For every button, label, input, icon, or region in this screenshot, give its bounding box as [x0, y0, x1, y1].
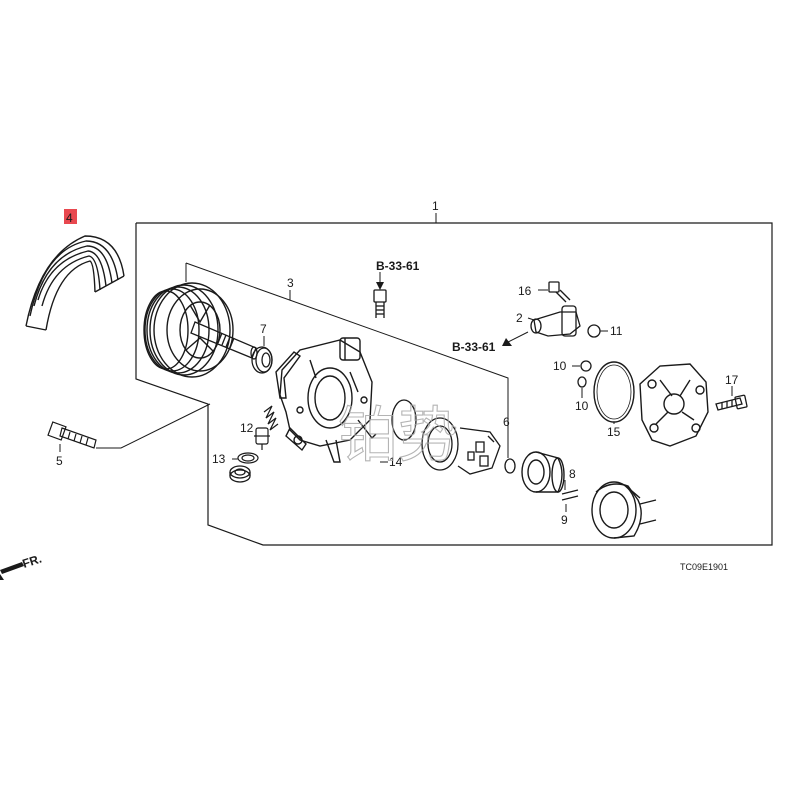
callout-10b: 10: [575, 399, 589, 413]
pulley: [143, 282, 234, 378]
callout-13: 13: [212, 452, 226, 466]
outlet-fitting: [530, 305, 581, 337]
pump-shaft: [190, 321, 258, 360]
callout-7: 7: [260, 322, 267, 336]
o-ring-10b: [577, 376, 587, 388]
callout-8: 8: [569, 467, 576, 481]
washer-13: [237, 452, 259, 464]
seal-7: [251, 346, 273, 374]
drive-belt: [25, 235, 125, 331]
callout-14: 14: [389, 455, 403, 469]
callout-11: 11: [610, 324, 623, 338]
o-ring-15: [593, 361, 635, 423]
callout-4: 4: [66, 211, 73, 225]
subassembly-frame: [185, 262, 509, 451]
front-indicator: [0, 562, 24, 580]
arrow-b3361-mid: [507, 331, 529, 343]
callout-12: 12: [240, 421, 254, 435]
pressure-fitting: [373, 289, 387, 318]
bolt-16: [548, 281, 571, 303]
arrowhead-mid: [502, 338, 512, 346]
o-ring-12: [391, 399, 417, 441]
watermark: 铂势: [338, 401, 458, 471]
callout-5: 5: [56, 454, 63, 468]
spring-valve: [254, 405, 279, 450]
pins-9: [561, 489, 579, 501]
callout-16: 16: [518, 284, 532, 298]
highlight-4: [64, 209, 77, 224]
callout-6: 6: [503, 415, 510, 429]
arrowhead-top: [376, 282, 384, 290]
bolt-17: [715, 394, 748, 411]
o-ring-11: [587, 324, 601, 338]
ring-6: [504, 458, 516, 474]
leader-5: [96, 403, 211, 449]
leader-2: [527, 317, 535, 321]
dowel-pins: [639, 499, 657, 525]
rear-cover: [639, 363, 709, 447]
side-plate: [591, 481, 642, 539]
callout-17: 17: [725, 373, 739, 387]
assembly-frame: [135, 222, 773, 546]
bolt-5: [47, 421, 97, 449]
callout-9: 9: [561, 513, 568, 527]
callout-10a: 10: [553, 359, 567, 373]
callout-2: 2: [516, 311, 523, 325]
o-ring-10a: [580, 360, 592, 372]
o-ring-15-inner: [596, 364, 632, 420]
callout-1: 1: [432, 199, 439, 213]
pump-body: [275, 337, 377, 463]
ref-b3361-top: B-33-61: [376, 259, 420, 273]
ref-b3361-mid: B-33-61: [452, 340, 496, 354]
rotor-assembly: [421, 417, 501, 475]
callout-15: 15: [607, 425, 621, 439]
callout-3: 3: [287, 276, 294, 290]
front-label: FR.: [21, 552, 44, 571]
diagram-code: TC09E1901: [680, 562, 728, 572]
plug-bolt: [229, 465, 251, 483]
cam-ring: [521, 451, 565, 493]
